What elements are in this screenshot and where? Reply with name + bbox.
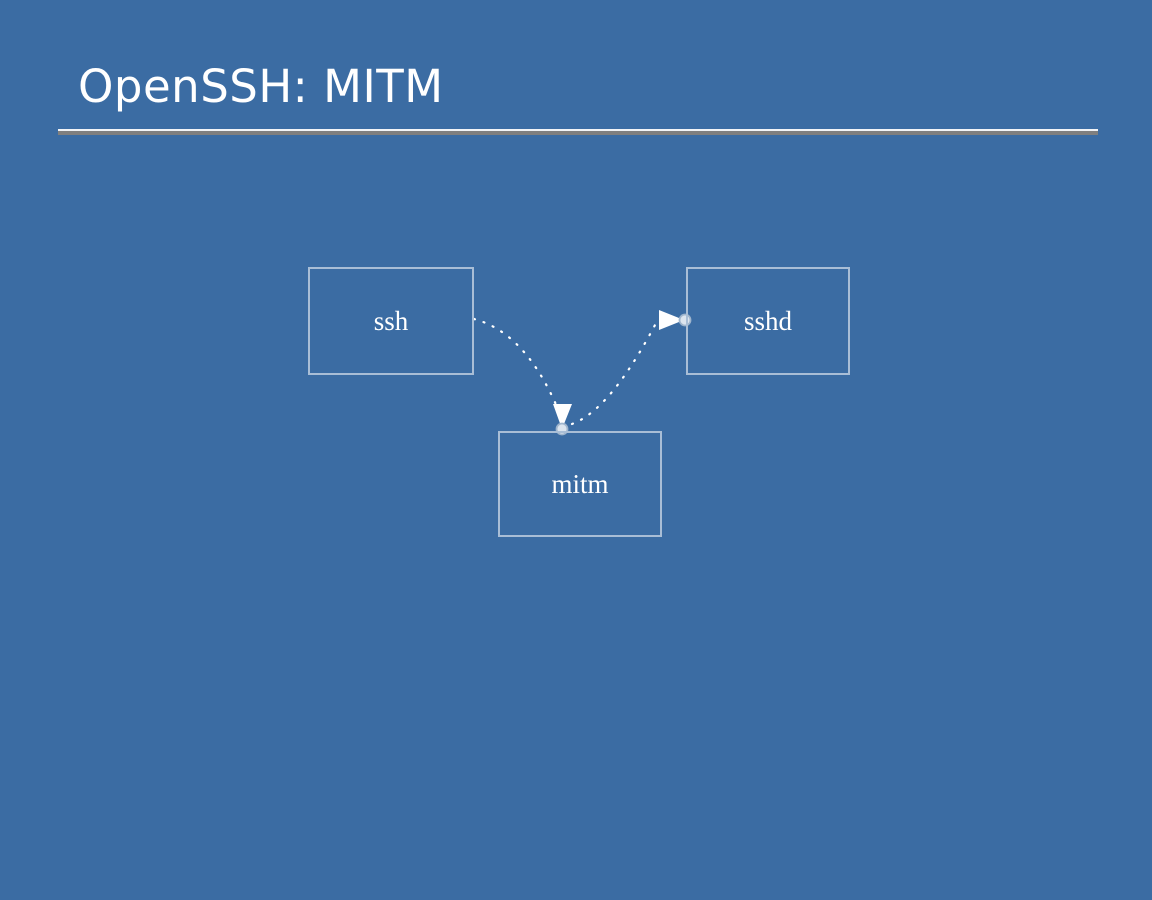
- node-sshd-label: sshd: [743, 306, 792, 336]
- node-sshd[interactable]: sshd: [686, 267, 850, 375]
- divider-highlight: [58, 129, 1098, 131]
- divider-shadow: [58, 131, 1098, 135]
- page-title: OpenSSH: MITM: [78, 60, 444, 113]
- node-ssh-label: ssh: [373, 306, 409, 336]
- arrowhead-into-mitm: [553, 404, 572, 429]
- node-ssh[interactable]: ssh: [308, 267, 474, 375]
- node-mitm-label: mitm: [551, 469, 609, 499]
- edge-ssh-to-mitm: [472, 317, 562, 416]
- title-block: OpenSSH: MITM: [0, 0, 1152, 150]
- edge-mitm-to-sshd: [570, 323, 657, 426]
- node-mitm[interactable]: mitm: [498, 431, 662, 537]
- title-divider: [58, 129, 1098, 135]
- arrowhead-into-sshd: [659, 310, 684, 330]
